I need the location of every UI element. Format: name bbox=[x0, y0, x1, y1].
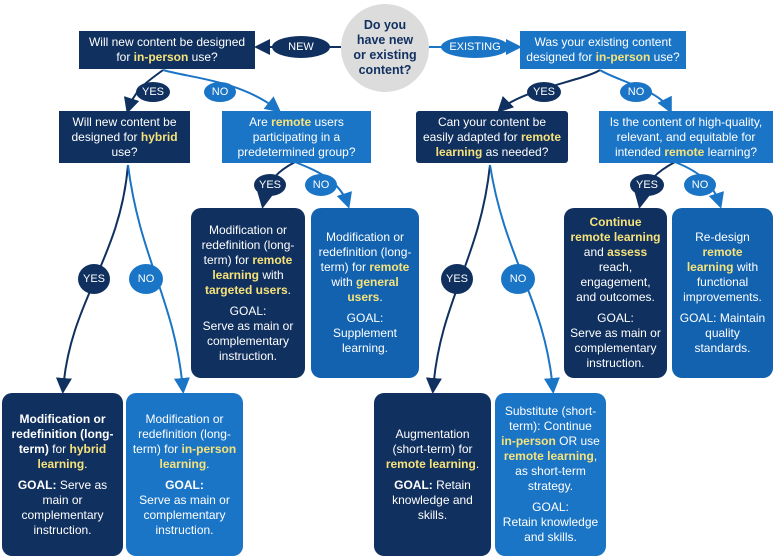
result-substitute: Substitute (short-term): Continue in-per… bbox=[495, 393, 606, 556]
question-quality: Is the content of high-quality, relevant… bbox=[599, 111, 773, 163]
yes-label: YES bbox=[136, 82, 170, 102]
yes-label: YES bbox=[630, 174, 664, 196]
no-label: NO bbox=[620, 82, 652, 102]
question-remote-group: Are remote users participating in a pred… bbox=[222, 111, 371, 163]
no-label: NO bbox=[129, 264, 163, 294]
result-continue-remote: Continue remote learning and assess reac… bbox=[564, 208, 667, 378]
existing-branch-label: EXISTING bbox=[441, 36, 509, 58]
result-general-users: Modification or redefinition (long-term)… bbox=[311, 208, 419, 378]
result-redesign-remote: Re-design remote learning with functiona… bbox=[672, 208, 773, 378]
result-targeted-users: Modification or redefinition (long-term)… bbox=[191, 208, 305, 378]
no-label: NO bbox=[684, 174, 716, 196]
yes-label: YES bbox=[441, 264, 473, 294]
no-label: NO bbox=[204, 82, 236, 102]
no-label: NO bbox=[501, 264, 535, 294]
result-augmentation: Augmentation (short-term) for remote lea… bbox=[374, 393, 491, 556]
result-in-person-learning: Modification or redefinition (long-term)… bbox=[126, 393, 243, 556]
no-label: NO bbox=[305, 174, 337, 196]
yes-label: YES bbox=[254, 174, 286, 196]
yes-label: YES bbox=[527, 82, 561, 102]
result-hybrid-learning: Modification or redefinition (long-term)… bbox=[2, 393, 123, 556]
yes-label: YES bbox=[78, 264, 110, 294]
new-branch-label: NEW bbox=[272, 36, 330, 58]
question-existing-in-person: Was your existing content designed for i… bbox=[520, 31, 686, 69]
start-question: Do you have new or existing content? bbox=[341, 4, 429, 92]
question-hybrid: Will new content be designed for hybrid … bbox=[59, 111, 190, 163]
question-adapt-remote: Can your content be easily adapted for r… bbox=[416, 111, 568, 163]
question-new-in-person: Will new content be designed for in-pers… bbox=[79, 31, 255, 69]
